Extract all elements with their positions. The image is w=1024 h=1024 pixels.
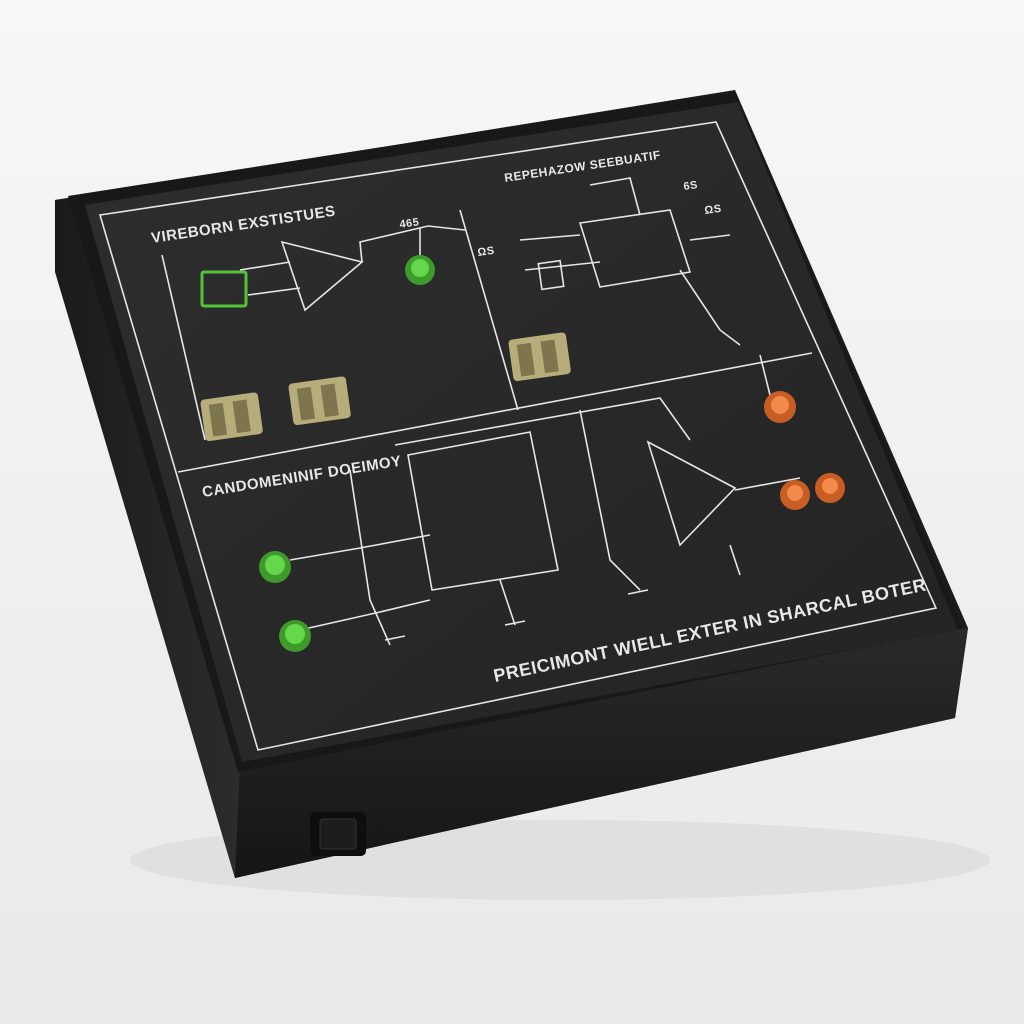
orange-jack[interactable] — [815, 473, 845, 503]
component-label: ΩS — [704, 203, 723, 217]
panel-face — [85, 102, 958, 762]
case-left-side — [55, 196, 240, 878]
green-jack[interactable] — [259, 551, 291, 583]
case — [55, 90, 968, 878]
component-label: 465 — [399, 216, 420, 231]
slide-switch[interactable] — [200, 392, 263, 442]
divider-vertical — [459, 209, 519, 411]
component-label: 6S — [683, 179, 699, 193]
schematic-ic-and-amplifier — [289, 397, 801, 646]
green-jack[interactable] — [405, 255, 435, 285]
case-front-side — [235, 628, 968, 878]
component-label: ΩS — [477, 245, 496, 259]
schematic-amplifier-1 — [161, 225, 466, 441]
divider-horizontal — [177, 352, 813, 473]
slide-switch[interactable] — [508, 332, 571, 382]
schematic-ic-block — [519, 177, 771, 396]
orange-jack[interactable] — [764, 391, 796, 423]
power-push-button[interactable] — [310, 812, 366, 856]
panel-border — [98, 121, 938, 751]
slide-switch[interactable] — [288, 376, 351, 426]
green-connector-block[interactable] — [200, 270, 248, 308]
orange-jack[interactable] — [780, 480, 810, 510]
green-jack[interactable] — [279, 620, 311, 652]
